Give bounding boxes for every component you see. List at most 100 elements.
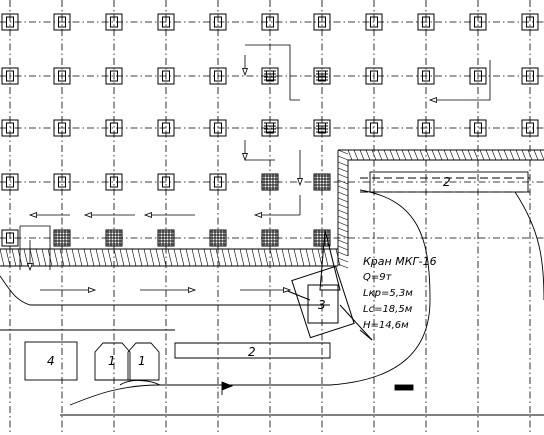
column-core: [58, 176, 66, 188]
wall-tick: [149, 248, 155, 267]
wall-tick: [337, 257, 349, 263]
crane-lkp: Lкр=5,3м: [363, 288, 413, 299]
wall-tick: [287, 248, 293, 267]
arrow-head: [27, 263, 33, 272]
wall-tick: [527, 149, 533, 161]
column-footing: [209, 13, 227, 31]
arrow-head: [28, 212, 37, 218]
bar-marker: [394, 384, 414, 391]
wall-tick: [95, 248, 101, 267]
wall-tick: [161, 248, 167, 267]
wall-tick: [425, 149, 431, 161]
crane-q: Q=9т: [363, 272, 393, 283]
arrow-head: [242, 153, 248, 162]
column-footing: [105, 119, 123, 137]
column-footing: [469, 13, 487, 31]
wall-tick: [41, 248, 47, 267]
wall-tick: [337, 155, 349, 161]
column-footing: [209, 119, 227, 137]
wall-tick: [197, 248, 203, 267]
wall-tick: [293, 248, 299, 267]
wall-tick: [337, 161, 349, 167]
arrow-head: [143, 212, 152, 218]
erected-column: [53, 229, 71, 247]
wall-tick: [337, 215, 349, 221]
storage-box-4: [24, 341, 78, 381]
column-footing: [157, 173, 175, 191]
column-core: [526, 122, 534, 134]
wall-tick: [143, 248, 149, 267]
wall-tick: [337, 179, 349, 185]
column-footing: [521, 67, 539, 85]
wall-tick: [337, 221, 349, 227]
wall-tick: [337, 197, 349, 203]
column-footing: [313, 13, 331, 31]
column-footing: [157, 13, 175, 31]
storage-1b-label: 1: [138, 354, 146, 368]
column-footing: [157, 67, 175, 85]
wall-tick: [365, 149, 371, 161]
column-core: [162, 122, 170, 134]
wall-tick: [473, 149, 479, 161]
arrow-head: [297, 178, 303, 187]
wall-tick: [29, 248, 35, 267]
wall-tick: [515, 149, 521, 161]
column-core: [370, 122, 378, 134]
erected-column: [313, 173, 331, 191]
wall-tick: [71, 248, 77, 267]
column-footing: [105, 67, 123, 85]
arrow-head: [242, 68, 248, 77]
wall-tick: [377, 149, 383, 161]
wall-tick: [239, 248, 245, 267]
column-core: [6, 16, 14, 28]
wall-tick: [533, 149, 539, 161]
wall-tick: [11, 248, 17, 267]
road-upper-label: 2: [443, 175, 451, 189]
storage-4-label: 4: [47, 354, 55, 368]
storage-box-1b: [127, 342, 160, 381]
column-footing: [53, 67, 71, 85]
wall-tick: [107, 248, 113, 267]
column-core: [110, 16, 118, 28]
wall-tick: [467, 149, 473, 161]
access-road-curve: [69, 189, 431, 406]
wall-tick: [83, 248, 89, 267]
wall-tick: [337, 227, 349, 233]
arrow-head: [88, 287, 97, 293]
wall-tick: [35, 248, 41, 267]
wall-tick: [449, 149, 455, 161]
column-in-progress-frame: [313, 67, 330, 85]
wall-tick: [173, 248, 179, 267]
column-footing: [417, 119, 435, 137]
wall-tick: [479, 149, 485, 161]
wall-tick: [337, 233, 349, 239]
wall-tick: [89, 248, 95, 267]
wall-tick: [437, 149, 443, 161]
column-footing: [53, 173, 71, 191]
column-core: [110, 70, 118, 82]
column-core: [422, 122, 430, 134]
wall-tick: [539, 149, 544, 161]
column-footing: [53, 119, 71, 137]
flag-marker: [221, 381, 234, 395]
access-road-left: [0, 275, 330, 306]
wall-tick: [337, 245, 349, 251]
wall-tick: [337, 185, 349, 191]
column-in-progress-frame: [261, 119, 278, 137]
column-core: [318, 16, 326, 28]
wall-tick: [503, 149, 509, 161]
erected-column: [105, 229, 123, 247]
column-core: [214, 176, 222, 188]
wall-tick: [491, 149, 497, 161]
site-elements: [0, 149, 544, 416]
wall-tick: [389, 149, 395, 161]
wall-tick: [275, 248, 281, 267]
wall-tick: [305, 248, 311, 267]
column-core: [526, 70, 534, 82]
wall-tick: [401, 149, 407, 161]
arrow-head: [428, 97, 437, 103]
crane-title: Кран МКГ-16: [363, 255, 437, 268]
wall-tick: [431, 149, 437, 161]
column-footing: [157, 119, 175, 137]
